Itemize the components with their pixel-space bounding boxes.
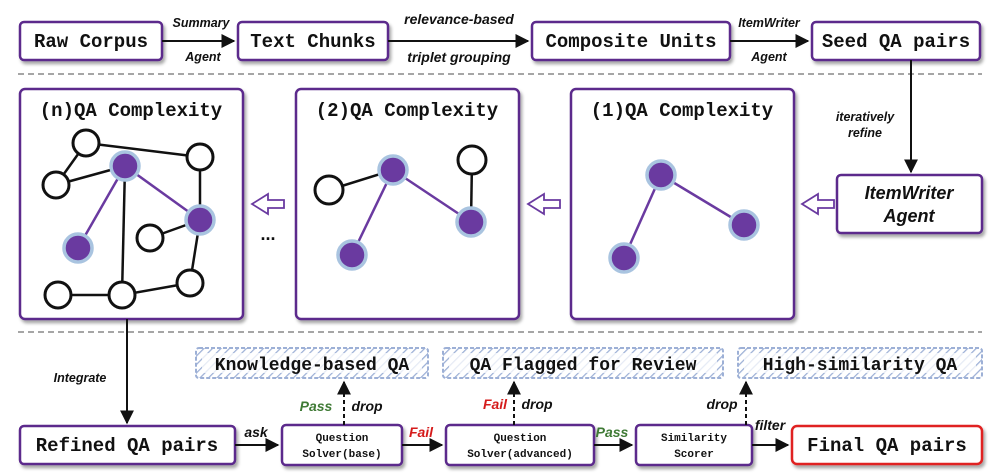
graph-1	[608, 159, 760, 274]
node	[456, 144, 488, 176]
node	[313, 174, 345, 206]
node	[608, 242, 640, 274]
summary-agent-bottom-label: Agent	[184, 50, 221, 64]
drop-label-1: drop	[351, 398, 383, 414]
ask-label: ask	[244, 424, 269, 440]
itemwriter-agent-bottom: Agent	[883, 206, 936, 226]
flagged-qa-label: QA Flagged for Review	[470, 356, 697, 376]
itemwriter-bottom-label: Agent	[750, 50, 787, 64]
seed-qa-label: Seed QA pairs	[822, 31, 970, 53]
node	[135, 223, 165, 253]
node	[728, 209, 760, 241]
summary-agent-top-label: Summary	[173, 16, 231, 30]
knowledge-qa-label: Knowledge-based QA	[215, 356, 410, 376]
solver-advanced-top: Question	[494, 433, 547, 445]
hollow-arrow-left	[250, 192, 285, 216]
graph-n	[41, 128, 216, 310]
seed-qa-box	[810, 20, 982, 62]
pass-label-2: Pass	[596, 424, 629, 440]
node	[71, 128, 101, 158]
panel-1	[569, 87, 796, 321]
node	[185, 142, 215, 172]
node	[43, 280, 73, 310]
node	[645, 159, 677, 191]
panel-n-title: (n)QA Complexity	[40, 100, 223, 122]
integrate-label: Integrate	[54, 371, 107, 385]
itemwriter-agent-box	[835, 173, 984, 235]
fail-label-1: Fail	[409, 424, 434, 440]
filter-label: filter	[755, 417, 787, 433]
node	[377, 154, 409, 186]
refine-top-label: iteratively	[836, 110, 895, 124]
solver-base-bottom: Solver(base)	[302, 449, 381, 461]
pass-label-1: Pass	[300, 398, 333, 414]
node	[109, 150, 141, 182]
final-qa-box	[790, 424, 984, 466]
raw-corpus-label: Raw Corpus	[34, 31, 148, 53]
refined-qa-label: Refined QA pairs	[36, 435, 218, 457]
scorer-bottom: Scorer	[674, 449, 714, 461]
panel-2-title: (2)QA Complexity	[316, 100, 499, 122]
node	[175, 268, 205, 298]
hollow-arrow-right	[800, 192, 835, 216]
graph-2	[313, 144, 488, 271]
refine-bottom-label: refine	[848, 126, 882, 140]
solver-base-top: Question	[316, 433, 369, 445]
hollow-arrow-middle	[526, 192, 561, 216]
ellipsis-label: ...	[260, 224, 275, 244]
node	[62, 232, 94, 264]
top-row: Raw Corpus Summary Agent Text Chunks rel…	[18, 11, 982, 65]
scorer-top: Similarity	[661, 433, 727, 445]
similarity-qa-label: High-similarity QA	[763, 356, 958, 376]
middle-row: iteratively refine ItemWriter Agent ... …	[18, 60, 984, 321]
bottom-row: Integrate Knowledge-based QA QA Flagged …	[18, 319, 984, 467]
node	[107, 280, 137, 310]
itemwriter-agent-top: ItemWriter	[865, 183, 955, 203]
node	[455, 206, 487, 238]
node	[336, 239, 368, 271]
itemwriter-top-label: ItemWriter	[738, 16, 801, 30]
panel-1-title: (1)QA Complexity	[591, 100, 774, 122]
fail-label-2: Fail	[483, 396, 508, 412]
drop-label-2: drop	[521, 396, 553, 412]
node	[41, 170, 71, 200]
solver-advanced-bottom: Solver(advanced)	[467, 449, 573, 461]
composite-units-label: Composite Units	[545, 31, 716, 53]
grouping-top-label: relevance-based	[404, 11, 514, 27]
node	[184, 204, 216, 236]
final-qa-label: Final QA pairs	[807, 435, 967, 457]
drop-label-3: drop	[706, 396, 738, 412]
grouping-bottom-label: triplet grouping	[407, 49, 511, 65]
text-chunks-label: Text Chunks	[250, 31, 375, 53]
